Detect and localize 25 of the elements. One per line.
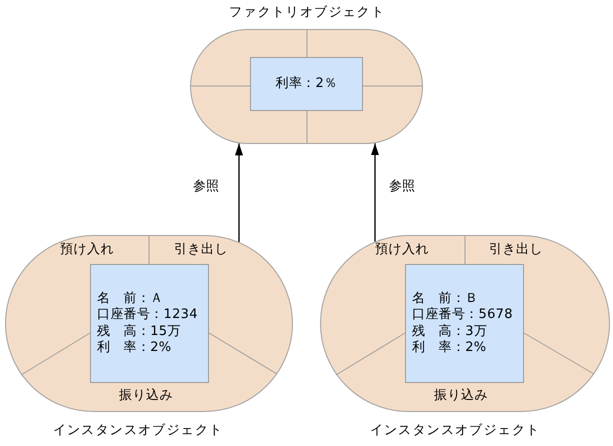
arrow xyxy=(371,143,379,242)
attribute-box xyxy=(405,264,524,383)
method-label: 預け入れ xyxy=(60,242,114,258)
method-label: 引き出し xyxy=(174,242,228,258)
attribute-text: 利 率：2% xyxy=(97,340,172,356)
attribute-text: 残 高：15万 xyxy=(97,324,181,340)
attribute-text: 口座番号：1234 xyxy=(97,307,198,324)
attribute-text: 残 高：3万 xyxy=(412,324,488,340)
attribute-text: 利 率：2% xyxy=(412,340,486,356)
attribute-text: 名 前：Ａ xyxy=(97,290,164,307)
method-label: 振り込み xyxy=(434,388,488,404)
attribute-text: 名 前：Ｂ xyxy=(412,290,478,307)
object-caption: インスタンスオブジェクト xyxy=(52,423,224,439)
method-label: 引き出し xyxy=(488,242,544,258)
edge-label: 参照 xyxy=(192,179,220,195)
attribute-text: 利率：2％ xyxy=(276,76,338,92)
attribute-text: 口座番号：5678 xyxy=(412,307,513,324)
attribute-box xyxy=(250,57,363,111)
object-title: ファクトリオブジェクト xyxy=(228,5,386,21)
object-caption: インスタンスオブジェクト xyxy=(370,423,540,439)
arrow xyxy=(235,143,243,242)
method-label: 預け入れ xyxy=(374,242,430,258)
attribute-box xyxy=(90,264,209,383)
edge-label: 参照 xyxy=(388,179,416,195)
method-label: 振り込み xyxy=(118,388,174,404)
